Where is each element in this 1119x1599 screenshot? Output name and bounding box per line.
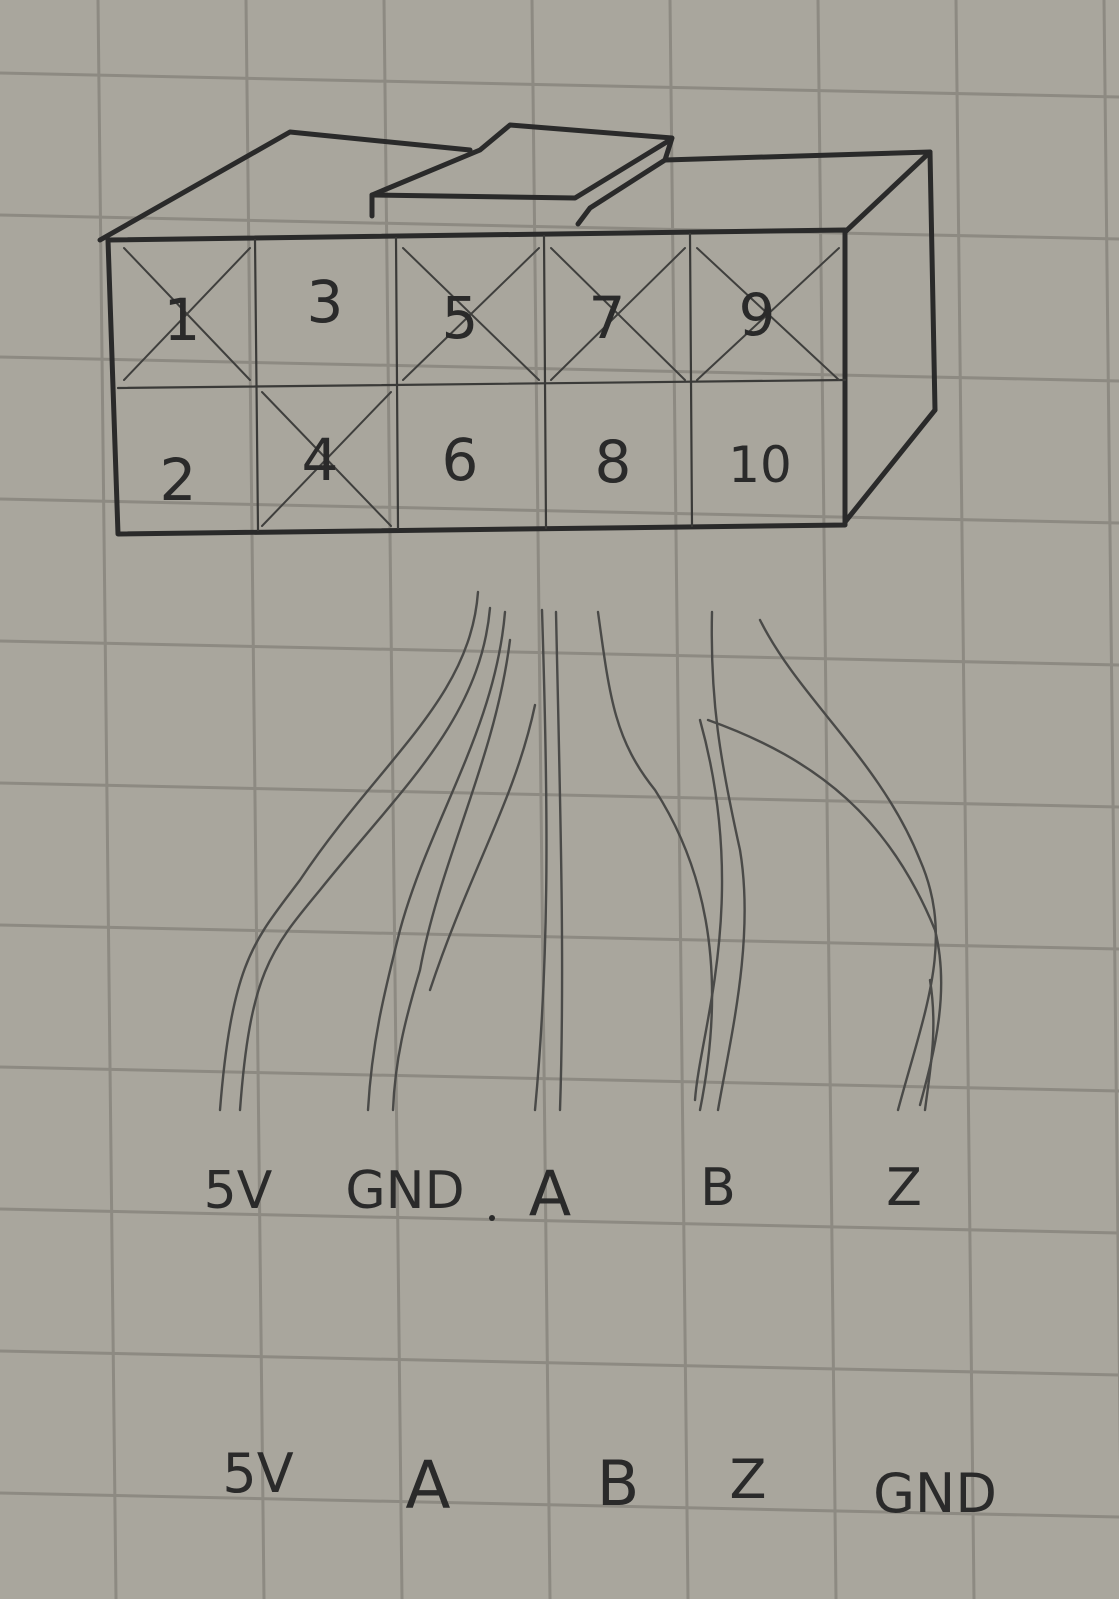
grid-line-vertical	[382, 0, 404, 1599]
pin-1-cross-stroke	[123, 247, 251, 381]
grid-line-horizontal	[0, 639, 1119, 667]
grid-line-vertical	[954, 0, 976, 1599]
pin-9-cross-stroke	[696, 247, 840, 381]
housing-side-diagonal-top	[842, 149, 933, 235]
grid-line-horizontal	[0, 71, 1119, 99]
order-label-5v: 5V	[222, 1442, 293, 1505]
pin-label-5: 5	[442, 284, 479, 352]
grid-line-vertical	[1102, 0, 1119, 1466]
grid-line-horizontal	[0, 1491, 1119, 1519]
pin-label-8: 8	[595, 428, 632, 496]
order-label-a: A	[405, 1447, 450, 1524]
wire-a-b	[554, 610, 564, 1112]
stray-dot	[489, 1215, 495, 1221]
latch-tab-front	[369, 137, 673, 201]
wire-a-a	[533, 608, 548, 1112]
pin-label-4: 4	[302, 426, 339, 494]
wire-b-a	[596, 610, 714, 1112]
wire-label-gnd: GND	[345, 1161, 464, 1221]
wire-z-a	[758, 618, 937, 1112]
wire-labels-top-row: 5V GND A B Z	[204, 1157, 922, 1230]
pin-label-2: 2	[160, 446, 197, 514]
wire-label-b: B	[700, 1158, 736, 1218]
pin-7-cross-stroke	[550, 247, 686, 381]
wire-5v-b	[238, 606, 492, 1112]
latch-tab	[369, 122, 675, 227]
grid-line-vertical	[244, 0, 266, 1599]
pin-4-cross-stroke	[261, 391, 392, 527]
grid-line-horizontal	[0, 1065, 1119, 1093]
wire-5v-a	[218, 590, 480, 1112]
order-label-b: B	[597, 1447, 640, 1520]
wire-a-c	[428, 703, 537, 992]
wire-b-b	[710, 610, 746, 1112]
order-label-z: Z	[730, 1448, 767, 1511]
grid-line-vertical	[668, 0, 690, 1599]
wire-z-c	[923, 978, 935, 1112]
wire-bundle	[218, 590, 943, 1112]
pin-label-10: 10	[728, 436, 792, 494]
wire-label-5v: 5V	[204, 1161, 273, 1221]
pin-label-3: 3	[307, 268, 344, 336]
pin-crossouts	[123, 247, 840, 527]
wire-gnd-a	[366, 610, 507, 1112]
wire-label-a: A	[529, 1157, 571, 1230]
housing-top-left-edge	[97, 129, 473, 243]
connector-housing	[97, 122, 938, 537]
wire-labels-bottom-row: 5V A B Z GND	[222, 1442, 997, 1525]
grid-line-horizontal	[0, 1349, 1119, 1377]
pin-5-cross-stroke	[402, 247, 540, 381]
pin-label-6: 6	[442, 426, 479, 494]
pin-grid-dividers	[116, 232, 847, 532]
housing-front-face	[105, 227, 848, 537]
grid-line-vertical	[530, 0, 552, 1599]
grid-line-vertical	[96, 0, 118, 1599]
wire-label-z: Z	[886, 1158, 922, 1218]
grid-line-horizontal	[0, 497, 1119, 525]
pin-label-7: 7	[589, 284, 626, 352]
wire-z-b	[706, 718, 943, 1107]
housing-side-diagonal-bottom	[842, 407, 938, 525]
pin-labels: 1 3 5 7 9 2 4 6 8 10	[160, 268, 792, 514]
wire-gnd-b	[391, 638, 512, 1112]
wire-b-c	[693, 718, 724, 1102]
pin-label-1: 1	[164, 286, 201, 354]
grid-line-horizontal	[0, 1207, 1119, 1235]
grid-line-horizontal	[0, 923, 1119, 951]
order-label-gnd: GND	[873, 1462, 997, 1525]
pin-label-9: 9	[739, 281, 776, 349]
